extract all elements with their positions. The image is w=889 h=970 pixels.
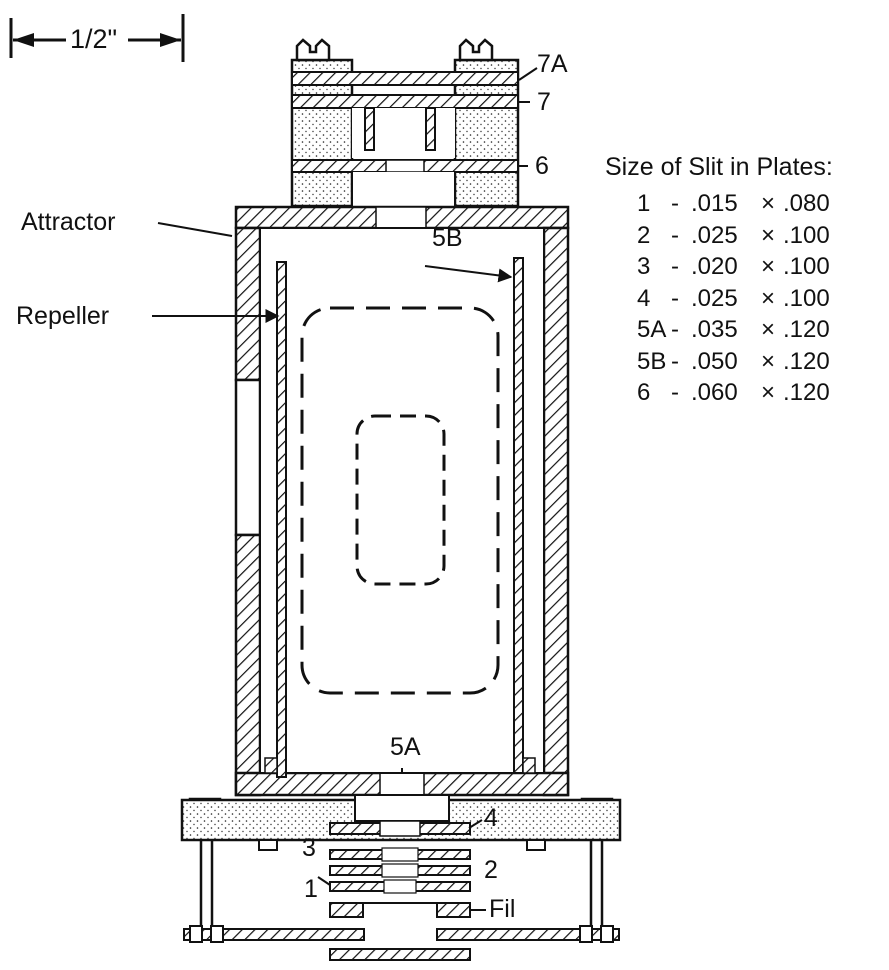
slit-table-title: Size of Slit in Plates: [605,153,833,181]
scale-bar [9,14,185,62]
slit-dash: - [671,190,679,217]
slit-times-sign: × [760,379,775,406]
slit-width: .035 [691,316,738,343]
slit-table-row: 4-.025 × .100 [637,284,830,312]
slit-width: .025 [691,221,738,249]
slit-plate-number: 5A [637,316,667,343]
slit-table-row: 1-.015 × .080 [637,192,830,216]
slit-width: .020 [691,253,738,280]
label-plate-7a: 7A [537,50,568,78]
slit-plate-number: 1 [637,190,651,217]
slit-times-sign: × [760,347,775,375]
slit-dash: - [671,284,679,312]
label-repeller: Repeller [16,302,110,330]
base-flange [180,794,622,961]
slit-table-row: 5B-.050 × .120 [637,347,830,375]
slit-plate-number: 4 [637,284,651,312]
slit-dash: - [671,347,679,375]
slit-length: .100 [783,284,830,312]
slit-dash: - [671,316,679,343]
slit-dash: - [671,379,679,406]
slit-length: .080 [783,190,830,217]
slit-dash: - [671,253,679,280]
slit-times-sign: × [760,284,775,312]
label-plate-3: 3 [302,834,316,862]
slit-plate-number: 3 [637,253,651,280]
slit-table-row: 2-.025 × .100 [637,221,830,249]
label-plate-2: 2 [484,856,498,884]
slit-table-row: 3-.020 × .100 [637,255,830,279]
label-plate-1: 1 [304,875,318,903]
slit-times-sign: × [760,190,775,217]
slit-width: .060 [691,379,738,406]
label-plate-5a: 5A [390,733,421,761]
slit-table-row: 6-.060 × .120 [637,381,830,405]
slit-length: .120 [783,379,830,406]
slit-length: .100 [783,221,830,249]
top-plate-stack [290,38,520,208]
scale-label: 1/2" [70,24,118,54]
slit-times-sign: × [760,316,775,343]
attractor-box [234,205,570,797]
label-filament: Fil [489,895,516,923]
slit-plate-number: 2 [637,221,651,249]
slit-length: .100 [783,253,830,280]
label-attractor: Attractor [21,208,116,236]
slit-width: .015 [691,190,738,217]
label-plate-6: 6 [535,152,549,180]
slit-plate-number: 6 [637,379,651,406]
slit-length: .120 [783,316,830,343]
slit-width: .025 [691,284,738,312]
slit-dash: - [671,221,679,249]
label-plate-7: 7 [537,88,551,116]
slit-plate-number: 5B [637,347,667,375]
slit-times-sign: × [760,221,775,249]
leader-lines [152,67,538,911]
label-plate-4: 4 [484,804,498,832]
slit-times-sign: × [760,253,775,280]
slit-width: .050 [691,347,738,375]
slit-length: .120 [783,347,830,375]
slit-table-row: 5A-.035 × .120 [637,318,830,342]
label-plate-5b: 5B [432,224,463,252]
